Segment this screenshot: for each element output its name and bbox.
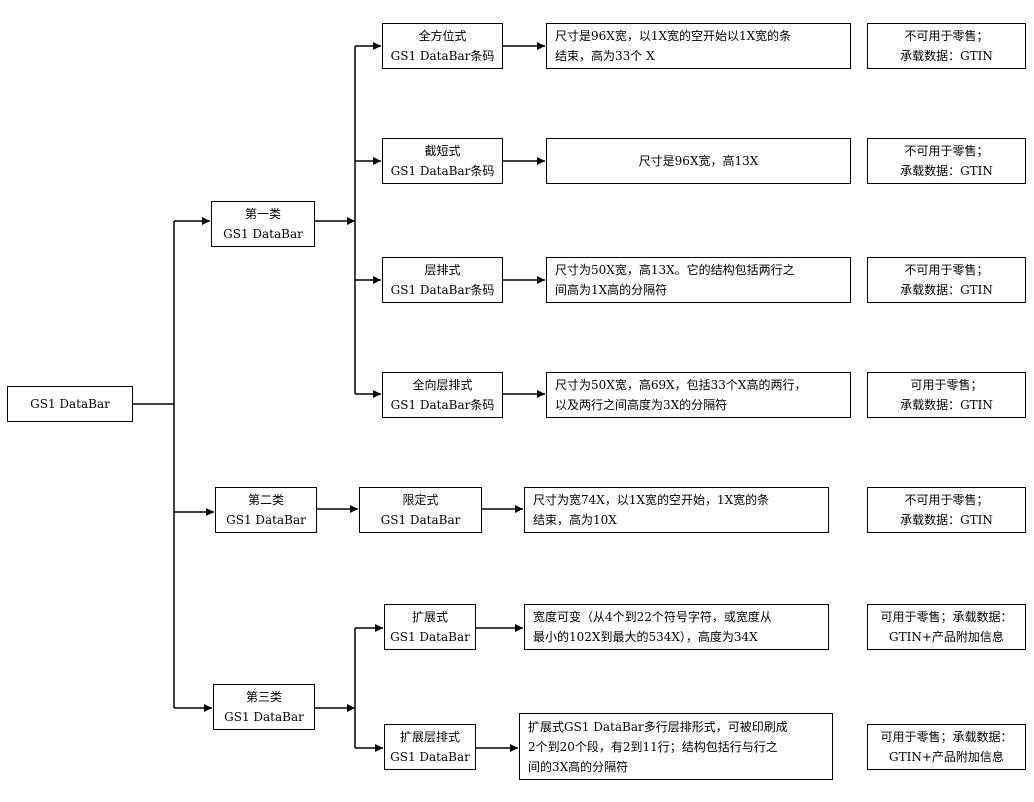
description-line: 2个到20个段，有2到11行；结构包括行与行之 [528,739,778,754]
usage-line: GTIN+产品附加信息 [889,750,1004,764]
type-name: 全方位式 [418,29,467,43]
description-line: 尺寸为50X宽，高69X，包括33个X高的两行， [555,378,807,392]
description-box-7: 扩展式GS1 DataBar多行层排形式，可被印刷成 2个到20个段，有2到11… [519,713,833,780]
usage-line: 不可用于零售； [904,144,989,158]
usage-line: 可用于零售； [910,378,983,392]
category-title: 第三类 [245,690,282,704]
usage-line: 承载数据：GTIN [900,513,993,527]
usage-box-7: 可用于零售；承载数据： GTIN+产品附加信息 [867,724,1026,770]
type-subname: GS1 DataBar [380,513,461,527]
description-line: 间高为1X高的分隔符 [555,283,668,297]
usage-line: 不可用于零售； [904,263,989,277]
usage-box-3: 不可用于零售； 承载数据：GTIN [867,257,1026,303]
description-box-4: 尺寸为50X宽，高69X，包括33个X高的两行， 以及两行之间高度为3X的分隔符 [546,372,851,418]
description-line: 扩展式GS1 DataBar多行层排形式，可被印刷成 [528,719,788,734]
usage-line: 承载数据：GTIN [900,283,993,297]
description-line: 尺寸为宽74X，以1X宽的空开始，1X宽的条 [533,493,770,507]
category-subtitle: GS1 DataBar [226,513,306,527]
type-node-limited: 限定式 GS1 DataBar [359,487,482,533]
type-node-omnidirectional: 全方位式 GS1 DataBar条码 [382,23,503,69]
category-subtitle: GS1 DataBar [223,227,303,241]
category-title: 第二类 [247,493,284,507]
type-node-expanded-stacked: 扩展层排式 GS1 DataBar [384,724,476,770]
description-box-5: 尺寸为宽74X，以1X宽的空开始，1X宽的条 结束，高为10X [524,487,829,533]
type-name: 扩展层排式 [399,730,460,744]
usage-line: GTIN+产品附加信息 [889,630,1004,644]
description-line: 结束，高为33个 X [555,49,655,63]
usage-box-2: 不可用于零售； 承载数据：GTIN [867,138,1026,184]
usage-line: 不可用于零售； [904,493,989,507]
usage-line: 承载数据：GTIN [900,398,993,412]
type-name: 限定式 [402,493,439,507]
root-node: GS1 DataBar [7,386,133,422]
category-title: 第一类 [244,207,281,221]
type-subname: GS1 DataBar条码 [390,49,495,63]
type-name: 扩展式 [411,610,448,624]
usage-line: 可用于零售；承载数据： [880,730,1013,744]
usage-box-6: 可用于零售；承载数据： GTIN+产品附加信息 [867,604,1026,650]
type-node-stacked-omni: 全向层排式 GS1 DataBar条码 [382,372,503,418]
description-box-6: 宽度可变（从4个到22个符号字符，或宽度从 最小的102X到最大的534X），高… [524,604,829,650]
type-subname: GS1 DataBar条码 [390,164,495,178]
usage-line: 承载数据：GTIN [900,164,993,178]
type-node-expanded: 扩展式 GS1 DataBar [384,604,476,650]
usage-line: 承载数据：GTIN [900,49,993,63]
type-name: 层排式 [424,263,461,277]
type-name: 截短式 [424,144,461,158]
type-subname: GS1 DataBar条码 [390,283,495,297]
usage-line: 不可用于零售； [904,29,989,43]
usage-box-5: 不可用于零售； 承载数据：GTIN [867,487,1026,533]
description-line: 尺寸为50X宽，高13X。它的结构包括两行之 [555,263,795,277]
usage-line: 可用于零售；承载数据： [880,610,1013,624]
type-name: 全向层排式 [412,378,473,392]
description-box-2: 尺寸是96X宽，高13X [546,138,851,184]
description-line: 宽度可变（从4个到22个符号字符，或宽度从 [533,610,772,624]
type-node-truncated: 截短式 GS1 DataBar条码 [382,138,503,184]
type-subname: GS1 DataBar [390,750,470,764]
category-node-1: 第一类 GS1 DataBar [211,201,315,247]
description-line: 最小的102X到最大的534X），高度为34X [533,630,758,644]
description-box-3: 尺寸为50X宽，高13X。它的结构包括两行之 间高为1X高的分隔符 [546,257,851,303]
type-node-stacked: 层排式 GS1 DataBar条码 [382,257,503,303]
usage-box-4: 可用于零售； 承载数据：GTIN [867,372,1026,418]
description-line: 尺寸是96X宽，以1X宽的空开始以1X宽的条 [555,29,792,43]
type-subname: GS1 DataBar条码 [390,398,495,412]
category-subtitle: GS1 DataBar [224,710,304,724]
description-line: 间的3X高的分隔符 [528,759,629,774]
root-label: GS1 DataBar [30,397,110,411]
description-line: 尺寸是96X宽，高13X [638,154,759,168]
category-node-2: 第二类 GS1 DataBar [215,487,317,533]
description-line: 以及两行之间高度为3X的分隔符 [555,398,728,412]
description-box-1: 尺寸是96X宽，以1X宽的空开始以1X宽的条 结束，高为33个 X [546,23,851,69]
usage-box-1: 不可用于零售； 承载数据：GTIN [867,23,1026,69]
category-node-3: 第三类 GS1 DataBar [213,684,315,730]
description-line: 结束，高为10X [533,513,617,527]
type-subname: GS1 DataBar [390,630,470,644]
